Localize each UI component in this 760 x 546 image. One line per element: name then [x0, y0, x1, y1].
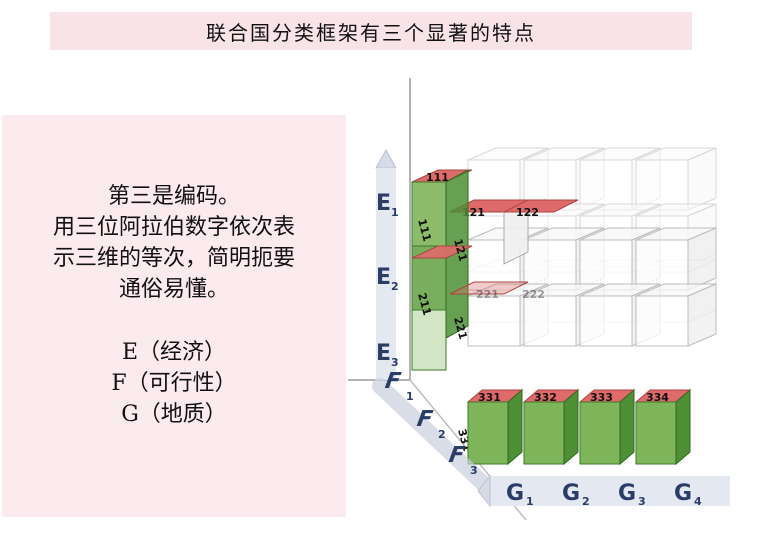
g-axis-letter-2: G — [562, 481, 580, 506]
cube-code-221: 221 — [476, 288, 499, 301]
e-axis-sub-1: 1 — [391, 206, 399, 219]
grid-cube-front — [523, 295, 577, 347]
f-axis-sub-2: 2 — [438, 428, 446, 441]
e-axis-letter-1: E — [376, 191, 391, 216]
cube-code-222: 222 — [522, 288, 545, 301]
slide-title: 联合国分类框架有三个显著的特点 — [206, 20, 536, 45]
f-axis-sub-3: 3 — [470, 464, 478, 477]
f-axis-sub-1: 1 — [406, 390, 414, 403]
cube-221-top — [449, 281, 529, 295]
cube-211-top — [411, 245, 473, 259]
e-axis-arrowhead — [375, 148, 397, 169]
text-panel: 第三是编码。 用三位阿拉伯数字依次表 示三维的等次，简明扼要 通俗易懂。 E（经… — [2, 115, 346, 517]
cube-333-front — [579, 401, 621, 465]
cube-333-side — [619, 388, 635, 466]
grid-cube-front — [579, 239, 633, 291]
text-line-3: 示三维的等次，简明扼要 — [52, 246, 295, 271]
g-axis-band — [490, 476, 730, 506]
f-axis-band — [372, 378, 498, 498]
side-code-221: 221 — [451, 315, 470, 341]
g-axis-letter-4: G — [674, 481, 692, 506]
grid-cube-front — [579, 295, 633, 347]
grid-cube-front — [467, 295, 521, 347]
cube-code-111: 111 — [426, 171, 449, 184]
cube-code-334: 334 — [646, 391, 669, 404]
text-line-1: 第三是编码。 — [107, 184, 240, 209]
e-axis-letter-3: E — [376, 341, 391, 366]
cube-332-front — [523, 401, 565, 465]
text-line-2: 用三位阿拉伯数字依次表 — [52, 215, 295, 240]
g-axis-sub-4: 4 — [694, 495, 702, 508]
cube-331-front — [467, 401, 509, 465]
cube-code-332: 332 — [534, 391, 557, 404]
g-axis-sub-1: 1 — [526, 495, 534, 508]
e-axis-sub-3: 3 — [391, 356, 399, 369]
e-axis-band — [376, 168, 396, 380]
grid-cube-front — [635, 239, 689, 291]
cube-334-side — [675, 388, 691, 466]
axis-f-label: F（可行性） — [111, 371, 237, 396]
g-axis-letter-1: G — [506, 481, 524, 506]
g-axis-sub-3: 3 — [638, 495, 646, 508]
cube-334-front — [635, 401, 677, 465]
text-block: 第三是编码。 用三位阿拉伯数字依次表 示三维的等次，简明扼要 通俗易懂。 E（经… — [2, 181, 346, 430]
axis-g-label: G（地质） — [121, 402, 227, 427]
column-green-e3 — [411, 309, 447, 371]
cube-code-333: 333 — [590, 391, 613, 404]
g-axis-sub-2: 2 — [582, 495, 590, 508]
side-code-211: 211 — [415, 291, 434, 317]
grid-cube-front — [523, 239, 577, 291]
e-axis-letter-2: E — [376, 265, 391, 290]
cube-331-side — [507, 388, 523, 466]
column-green-side — [445, 169, 469, 339]
ghost-cube-front — [579, 159, 633, 211]
side-code-111: 111 — [415, 217, 434, 243]
ghost-cube-front — [635, 159, 689, 211]
cube-code-331: 331 — [478, 391, 501, 404]
title-bar: 联合国分类框架有三个显著的特点 — [50, 12, 692, 50]
cube-code-122: 122 — [516, 206, 539, 219]
cube-332-side — [563, 388, 579, 466]
grid-cube-front — [635, 295, 689, 347]
text-line-4: 通俗易懂。 — [118, 277, 229, 302]
g-axis-letter-3: G — [618, 481, 636, 506]
g-axis-arrowhead — [477, 474, 491, 508]
e-axis-sub-2: 2 — [391, 280, 399, 293]
axis-e-label: E（经济） — [121, 340, 227, 365]
cube-122-top — [503, 199, 579, 213]
side-code-121: 121 — [451, 237, 470, 263]
